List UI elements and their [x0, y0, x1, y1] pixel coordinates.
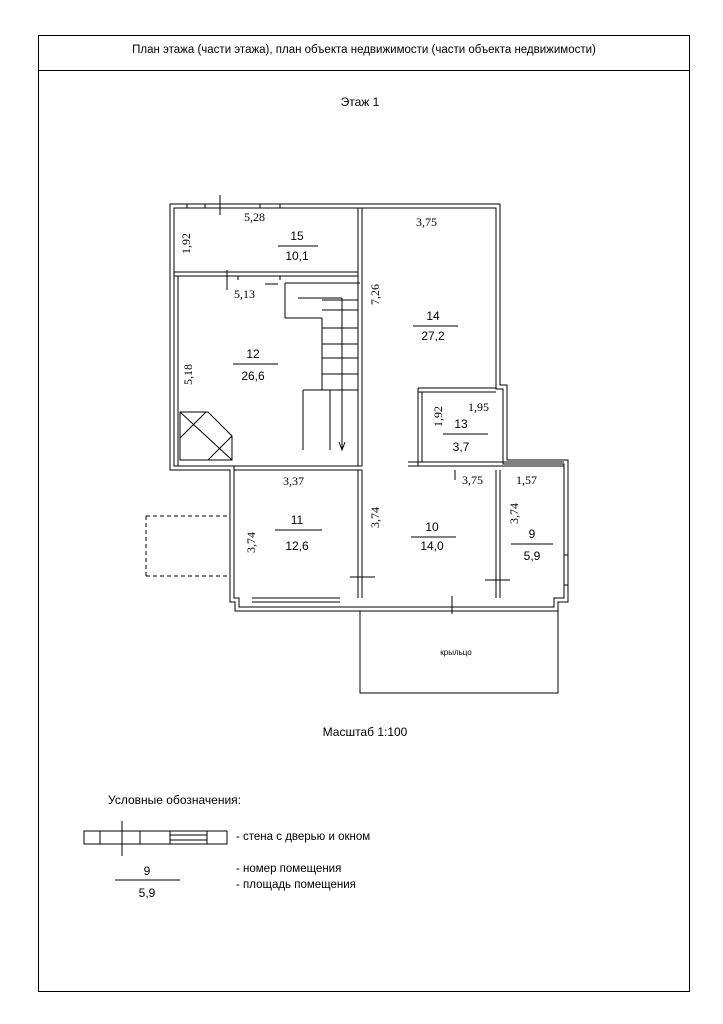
page-frame — [38, 35, 690, 992]
dim-room15-width: 5,28 — [244, 210, 265, 224]
dim-room13-width: 1,95 — [468, 400, 489, 414]
room-13-area: 3,7 — [453, 440, 470, 454]
room-15-number: 15 — [290, 229, 304, 243]
room-11-area: 12,6 — [285, 539, 309, 553]
legend-wall-symbol — [83, 821, 228, 856]
room-9-number: 9 — [529, 527, 536, 541]
dim-room12-height: 5,18 — [181, 364, 195, 385]
room-9-area: 5,9 — [524, 549, 541, 563]
header-divider — [38, 70, 690, 71]
dim-room15-height: 1,92 — [179, 233, 193, 254]
room-14-number: 14 — [426, 309, 440, 323]
porch-label: крыльцо — [440, 648, 472, 657]
room-10-number: 10 — [425, 520, 439, 534]
dim-room13-height: 1,92 — [431, 406, 445, 427]
dim-room11-height: 3,74 — [244, 532, 258, 553]
dim-room14-height: 7,26 — [368, 284, 382, 305]
page-header: План этажа (части этажа), план объекта н… — [132, 44, 596, 56]
legend-sample-area: 5,9 — [139, 886, 156, 900]
floor-title: Этаж 1 — [340, 95, 380, 109]
dim-room9-height: 3,74 — [507, 503, 521, 524]
dim-room9-width: 1,57 — [516, 473, 537, 487]
room-14-area: 27,2 — [421, 329, 445, 343]
room-15-area: 10,1 — [285, 249, 309, 263]
room-12-number: 12 — [246, 347, 260, 361]
room-13-number: 13 — [454, 417, 468, 431]
legend-number-text: - номер помещения — [236, 863, 342, 875]
room-10-area: 14,0 — [420, 539, 444, 553]
legend-wall-text: - стена с дверью и окном — [236, 831, 371, 843]
scale-label: Масштаб 1:100 — [322, 725, 408, 739]
legend-area-text: - площадь помещения — [236, 879, 356, 891]
dim-room10-width: 3,75 — [462, 473, 483, 487]
legend-title: Условные обозначения: — [108, 793, 241, 807]
dim-room12-width: 5,13 — [234, 287, 255, 301]
dim-room10-height: 3,74 — [368, 507, 382, 528]
room-11-number: 11 — [291, 513, 304, 527]
legend-sample-number: 9 — [144, 864, 151, 878]
room-12-area: 26,6 — [241, 369, 265, 383]
dim-room11-width: 3,37 — [283, 474, 304, 488]
dim-room14-width: 3,75 — [416, 215, 437, 229]
